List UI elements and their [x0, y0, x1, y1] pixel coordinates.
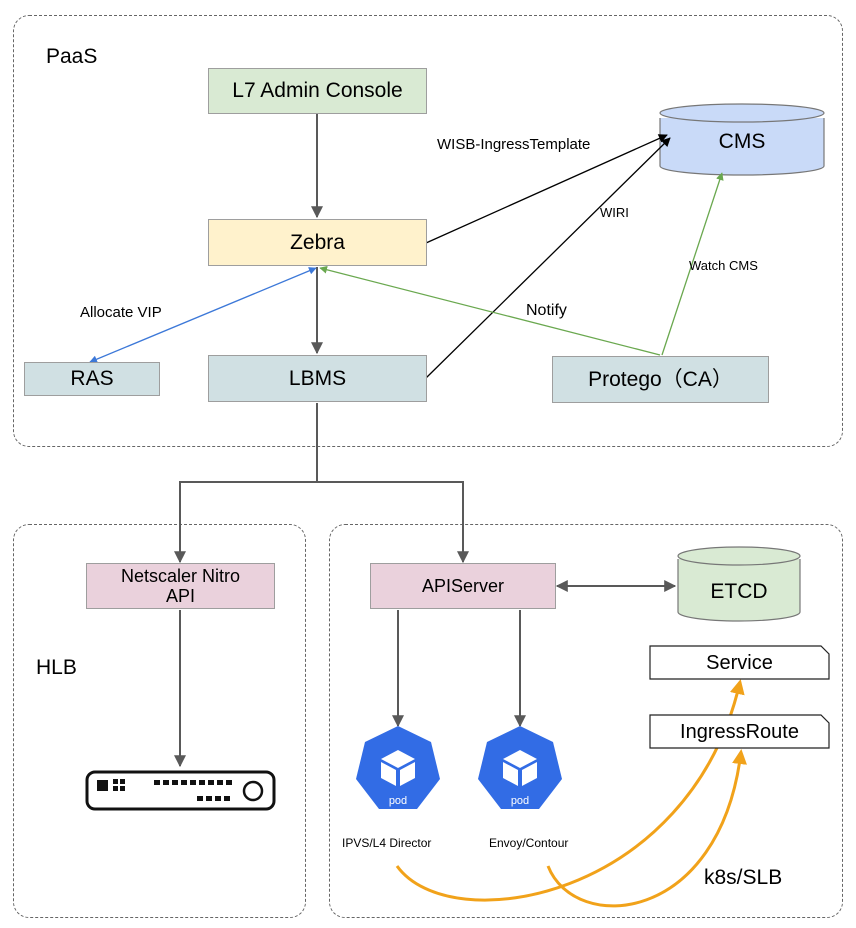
ras-node: RAS: [24, 362, 160, 396]
pod-icon-1-label: pod: [389, 795, 407, 807]
edge-zebra-ras: [89, 267, 317, 363]
lbms-node: LBMS: [208, 355, 427, 402]
paas-group-label: PaaS: [46, 45, 98, 68]
wiri-label: WIRI: [600, 205, 629, 220]
watch-cms-label: Watch CMS: [689, 258, 758, 273]
edge-pod1-to-service: [395, 679, 745, 902]
allocate-vip-label: Allocate VIP: [80, 304, 162, 321]
etcd-cylinder: [677, 546, 801, 622]
hlb-group: [13, 524, 306, 918]
edge-lbms-to-netscaler: [174, 403, 318, 564]
ingressroute-resource-box: [649, 714, 830, 749]
pod-icon-2: pod: [478, 726, 562, 809]
k8s-slb-group-label: k8s/SLB: [704, 866, 783, 889]
apiserver-node: APIServer: [370, 563, 556, 609]
pod-icon-2-label: pod: [511, 795, 529, 807]
edge-protego-to-zebra: [319, 265, 661, 356]
service-resource-box: [649, 645, 830, 680]
hlb-group-label: HLB: [36, 656, 77, 679]
edge-zebra-to-cms: [425, 134, 668, 244]
netscaler-nitro-api-node: Netscaler Nitro API: [86, 563, 275, 609]
edge-lbms-to-cms: [425, 137, 671, 379]
pod-2-caption: Envoy/Contour: [489, 836, 569, 850]
pod-icon-1: pod: [356, 726, 440, 809]
etcd-node-label: ETCD: [710, 580, 768, 603]
service-resource-label: Service: [706, 652, 773, 674]
notify-label: Notify: [526, 302, 567, 319]
zebra-node: Zebra: [208, 219, 427, 266]
cms-node-label: CMS: [718, 130, 766, 153]
edge-pod2-to-ingressroute: [546, 749, 747, 908]
edge-protego-to-cms: [661, 172, 724, 356]
paas-group: [13, 15, 843, 447]
load-balancer-appliance-icon: [85, 770, 276, 811]
protego-node: Protego（CA）: [552, 356, 769, 403]
wisb-ingresstemplate-label: WISB-IngressTemplate: [437, 136, 591, 153]
k8s-slb-group: [329, 524, 843, 918]
edge-lbms-to-apiserver: [317, 481, 469, 564]
cms-cylinder: [659, 103, 825, 176]
l7-admin-console-node: L7 Admin Console: [208, 68, 427, 114]
ingressroute-resource-label: IngressRoute: [680, 721, 799, 743]
pod-1-caption: IPVS/L4 Director: [342, 836, 432, 850]
